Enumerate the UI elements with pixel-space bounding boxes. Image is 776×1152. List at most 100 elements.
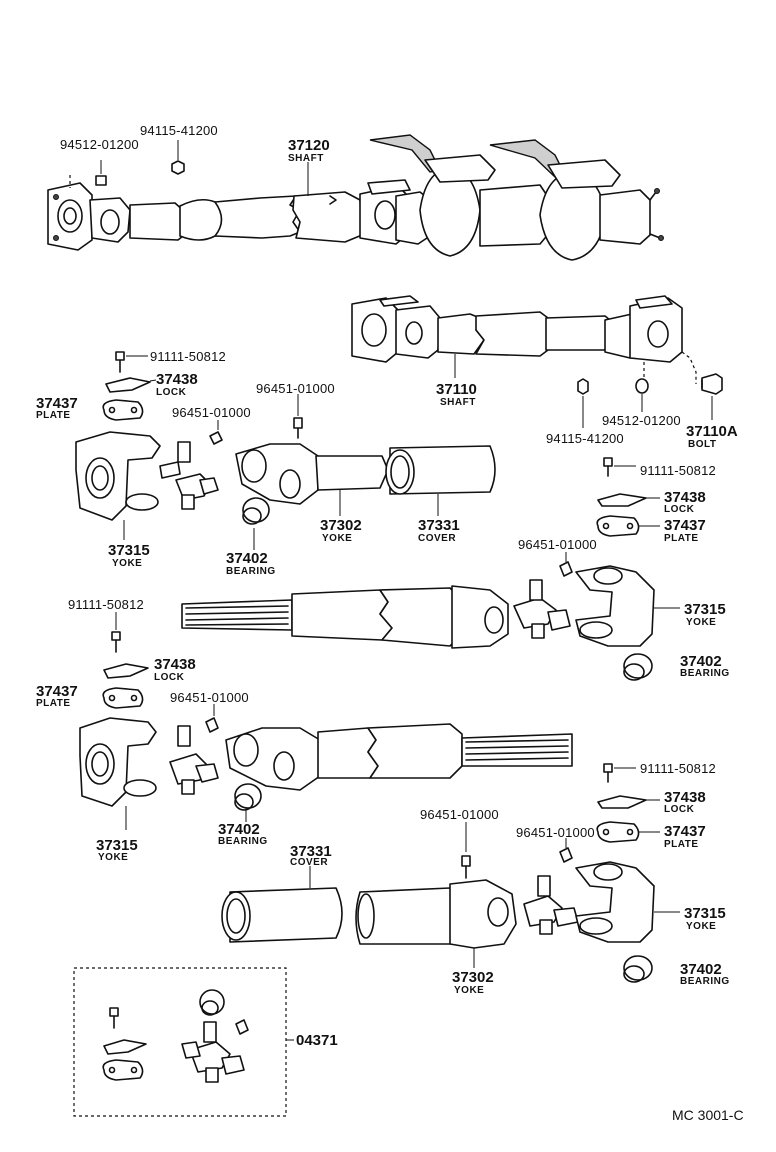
spider-b <box>513 579 571 639</box>
repair-kit-04371 <box>73 967 294 1117</box>
label-96451-e: 96451-01000 <box>420 807 499 822</box>
label-37437-a: 37437 <box>36 395 78 412</box>
grease-fitting-a <box>209 420 223 445</box>
shaft-37120-assembly <box>47 134 664 261</box>
spider-c <box>169 725 219 795</box>
label-37438-a-name: LOCK <box>156 387 187 398</box>
label-37438-c: 37438 <box>154 656 196 673</box>
label-37331-b: 37331 <box>290 843 332 860</box>
lock-37438-a <box>105 377 157 393</box>
label-91111-d: 91111-50812 <box>640 761 716 776</box>
label-37437-c: 37437 <box>36 683 78 700</box>
label-37437-c-name: PLATE <box>36 698 71 709</box>
spider-d <box>523 875 579 935</box>
label-91111-a: 91111-50812 <box>150 349 226 364</box>
bolt-94512-top <box>69 160 107 188</box>
label-37302-a-name: YOKE <box>322 533 353 544</box>
label-37331-a: 37331 <box>418 517 460 534</box>
label-37402-d-name: BEARING <box>680 976 730 987</box>
yoke-37302-a <box>235 443 389 516</box>
yoke-shaft-lower <box>225 723 573 791</box>
label-37438-d-name: LOCK <box>664 804 695 815</box>
label-37438-b-name: LOCK <box>664 504 695 515</box>
label-37120: 37120 <box>288 137 330 154</box>
label-37438-a: 37438 <box>156 371 198 388</box>
label-96451-c: 96451-01000 <box>518 537 597 552</box>
label-37402-a: 37402 <box>226 550 268 567</box>
splined-shaft-upper <box>181 585 509 649</box>
label-37402-c-name: BEARING <box>218 836 268 847</box>
label-37331-a-name: COVER <box>418 533 457 544</box>
label-37315-c: 37315 <box>96 837 138 854</box>
grease-fitting-d <box>205 704 219 733</box>
grease-fitting-f <box>559 838 573 863</box>
label-37302-b-name: YOKE <box>454 985 485 996</box>
label-37110A: 37110A <box>686 423 738 440</box>
bearing-37402-b <box>623 653 653 681</box>
nut-94115-top <box>171 140 185 175</box>
label-37402-b-name: BEARING <box>680 668 730 679</box>
label-96451-f: 96451-01000 <box>516 825 595 840</box>
spider-a <box>159 441 219 510</box>
bolt-91111-a <box>115 351 148 373</box>
bolt-37110A <box>701 373 723 420</box>
plate-37437-a <box>102 399 144 421</box>
label-37110: 37110 <box>436 381 477 398</box>
label-04371: 04371 <box>296 1032 338 1049</box>
label-37437-b-name: PLATE <box>664 533 699 544</box>
label-37402-d: 37402 <box>680 961 722 978</box>
label-37437-a-name: PLATE <box>36 410 71 421</box>
label-94512-mid: 94512-01200 <box>602 413 681 428</box>
yoke-37315-c <box>79 717 157 830</box>
label-37402-c: 37402 <box>218 821 260 838</box>
label-37302-a: 37302 <box>320 517 362 534</box>
label-37402-a-name: BEARING <box>226 566 276 577</box>
nut-94115-mid <box>577 378 589 428</box>
bolt-91111-c <box>111 612 121 653</box>
label-96451-d: 96451-01000 <box>170 690 249 705</box>
label-37331-b-name: COVER <box>290 857 329 868</box>
label-37315-b-name: YOKE <box>686 617 717 628</box>
label-94512-top: 94512-01200 <box>60 137 139 152</box>
label-37315-a: 37315 <box>108 542 150 559</box>
label-37438-d: 37438 <box>664 789 706 806</box>
washer-94512-mid <box>635 378 649 412</box>
yoke-37315-a <box>75 431 161 540</box>
label-37315-d: 37315 <box>684 905 726 922</box>
label-37402-b: 37402 <box>680 653 722 670</box>
label-91111-c: 91111-50812 <box>68 597 144 612</box>
shaft-37110-assembly <box>351 295 697 384</box>
plate-37437-d <box>596 821 660 843</box>
label-96451-a: 96451-01000 <box>256 381 335 396</box>
lock-37438-d <box>597 795 660 809</box>
label-37438-c-name: LOCK <box>154 672 185 683</box>
label-37315-a-name: YOKE <box>112 558 143 569</box>
lock-37438-c <box>103 663 149 679</box>
bearing-37402-d <box>623 955 653 983</box>
lock-37438-b <box>597 493 660 507</box>
label-37315-b: 37315 <box>684 601 726 618</box>
diagram-code: MC 3001-C <box>672 1107 744 1123</box>
cover-37331-b <box>221 866 343 943</box>
bolt-91111-b <box>603 457 636 477</box>
label-91111-b: 91111-50812 <box>640 463 716 478</box>
label-96451-b: 96451-01000 <box>172 405 251 420</box>
grease-fitting-c <box>559 552 573 577</box>
plate-37437-c <box>102 687 144 709</box>
cover-37331-a <box>385 445 496 516</box>
label-37437-d-name: PLATE <box>664 839 699 850</box>
plate-37437-b <box>596 515 660 537</box>
label-37437-d: 37437 <box>664 823 706 840</box>
bearing-37402-a <box>242 497 270 550</box>
bolt-91111-d <box>603 763 636 783</box>
yoke-37315-d <box>575 861 680 943</box>
label-37120-name: SHAFT <box>288 153 324 164</box>
label-37438-b: 37438 <box>664 489 706 506</box>
label-94115-mid: 94115-41200 <box>546 431 624 446</box>
bearing-37402-c <box>234 783 262 822</box>
yoke-37302-b <box>355 879 517 968</box>
label-94115-top: 94115-41200 <box>140 123 218 138</box>
label-37315-c-name: YOKE <box>98 852 129 863</box>
label-37437-b: 37437 <box>664 517 706 534</box>
